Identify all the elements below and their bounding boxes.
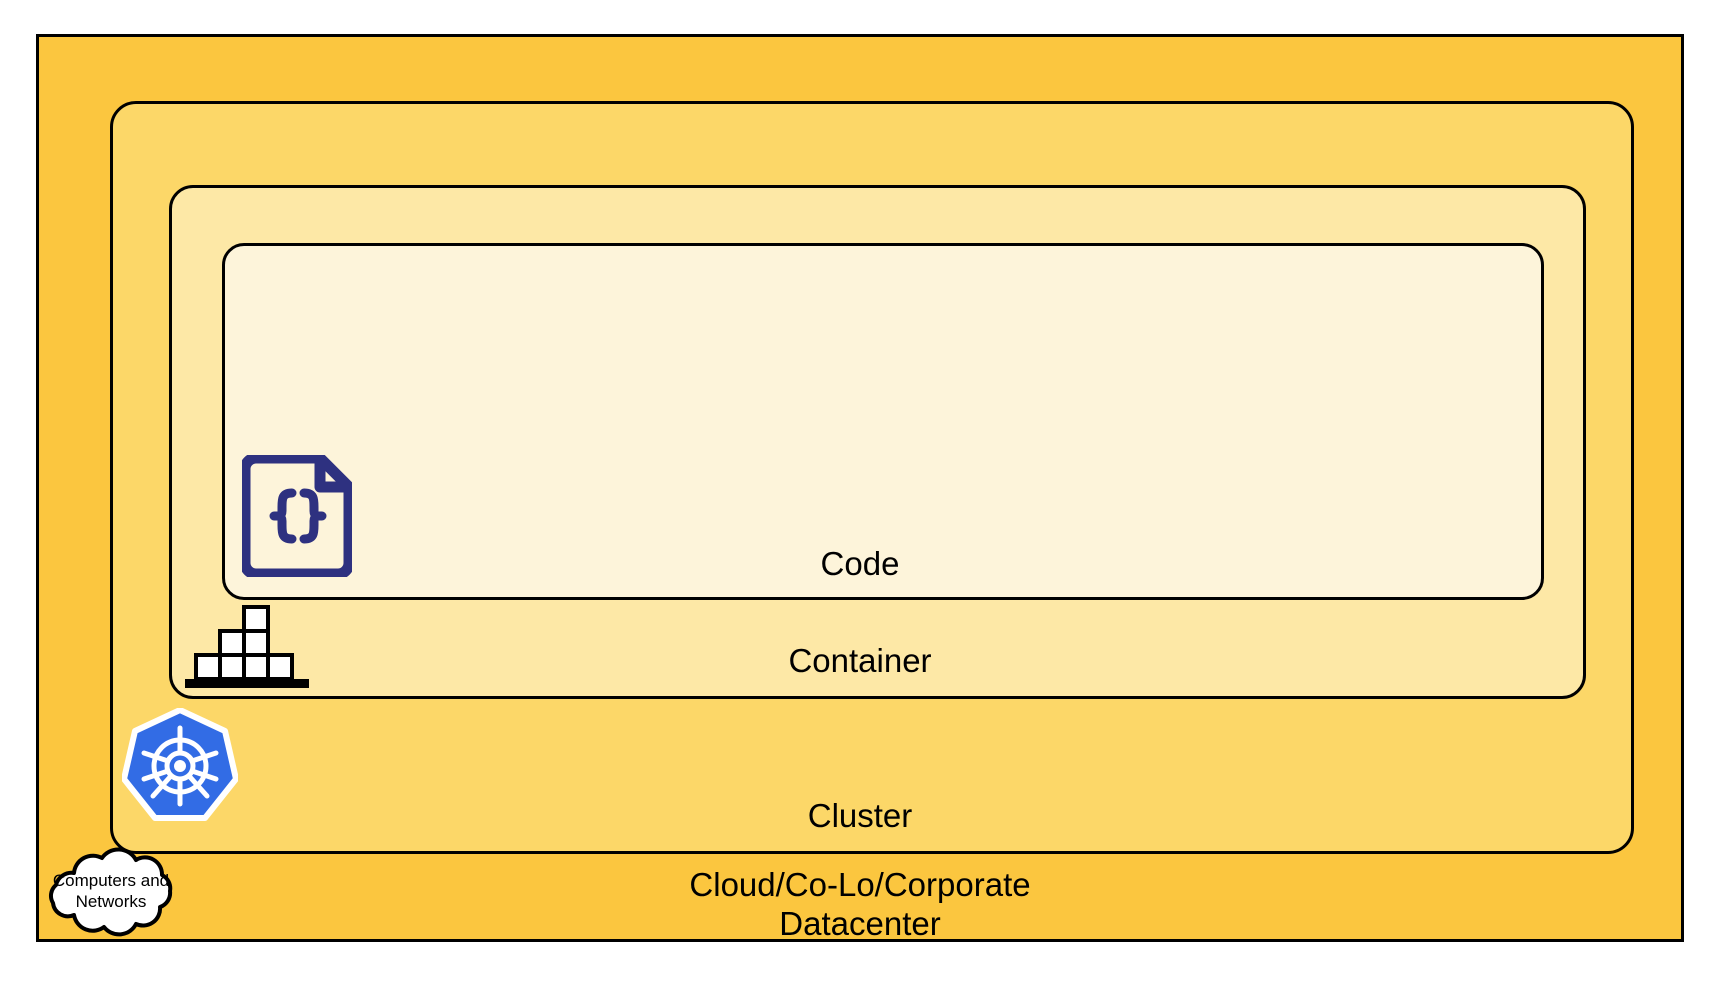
container-stack-icon xyxy=(183,605,311,689)
layer-label-datacenter: Cloud/Co-Lo/Corporate Datacenter xyxy=(689,866,1031,942)
layer-label-cluster: Cluster xyxy=(807,797,913,834)
layer-label-container: Container xyxy=(788,642,932,679)
kubernetes-icon xyxy=(121,707,239,824)
computers-and-networks-cloud: Computers and Networks xyxy=(36,845,186,937)
code-document-icon xyxy=(239,452,355,580)
layer-code xyxy=(222,243,1544,600)
layer-label-code: Code xyxy=(820,545,900,582)
